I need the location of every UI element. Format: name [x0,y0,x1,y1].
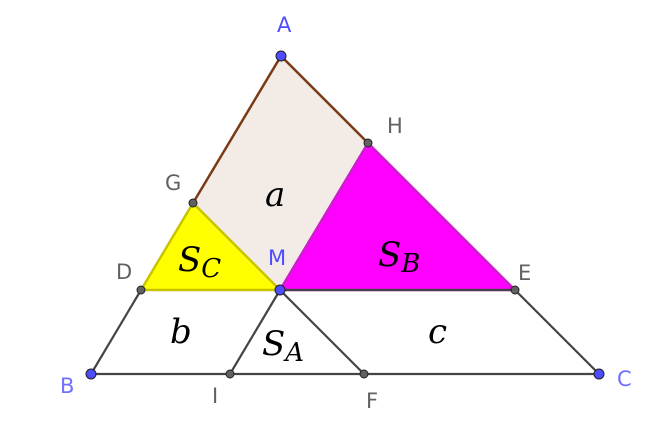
segment-mi [229,289,281,375]
parallelogram-a [193,56,368,290]
segment-db [90,289,142,375]
triangle-sc [138,200,284,292]
label-m: M [268,246,286,270]
label-e: E [518,261,531,285]
region-label-a: a [265,175,285,215]
label-b: B [60,374,74,398]
label-a: A [277,13,292,37]
segment-ga [191,55,283,204]
point-m[interactable] [274,284,286,296]
region-label-sb: SB [378,235,420,279]
label-d: D [116,260,132,284]
label-c: C [617,367,632,391]
point-e [510,285,520,295]
segment-ec [514,289,600,375]
segment-ah [280,55,369,144]
label-f: F [366,389,378,413]
point-d [136,285,146,295]
point-c[interactable] [593,368,605,380]
label-i: I [212,384,218,408]
region-label-b: b [170,312,192,352]
region-label-sa: SA [262,324,304,368]
point-h [363,138,373,148]
point-i [225,369,235,379]
point-a[interactable] [275,50,287,62]
label-h: H [387,114,403,138]
point-b[interactable] [85,368,97,380]
label-g: G [165,171,181,195]
region-label-sc: SC [178,240,221,284]
point-f [359,369,369,379]
region-label-c: c [428,312,447,352]
point-g [188,198,198,208]
segment-mf [279,289,365,375]
